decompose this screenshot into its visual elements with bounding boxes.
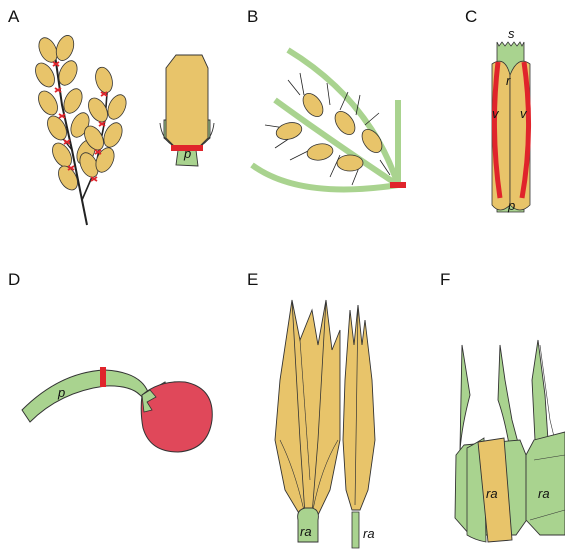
label-c-p: p	[507, 198, 515, 213]
label-e-ra-right: ra	[363, 526, 375, 541]
panel-f: F ra ra	[440, 270, 565, 542]
panel-a: A	[8, 7, 214, 225]
panel-b: B	[247, 7, 406, 190]
panel-letter-a: A	[8, 7, 20, 26]
label-f-ra-right: ra	[538, 486, 550, 501]
empty-glumes-left: ra	[455, 345, 528, 542]
panel-letter-f: F	[440, 270, 450, 289]
label-f-ra-left: ra	[486, 486, 498, 501]
panel-letter-e: E	[247, 270, 258, 289]
panicle-illustration	[32, 33, 130, 225]
label-a-p: p	[183, 146, 191, 161]
floret-cluster-small: ra	[343, 305, 375, 548]
fruit-stalk-illustration: p	[22, 367, 212, 452]
label-e-ra-left: ra	[300, 524, 312, 539]
panel-c: C s r v v p	[465, 7, 530, 213]
panel-letter-b: B	[247, 7, 258, 26]
pedicel-illustration: s r v v p	[492, 26, 530, 213]
label-d-p: p	[57, 385, 65, 400]
floret-cluster-large: ra	[275, 300, 340, 542]
label-c-r: r	[506, 73, 511, 88]
empty-glumes-right: ra	[526, 340, 565, 535]
label-c-s: s	[508, 26, 515, 41]
branch-illustration	[252, 50, 406, 190]
panel-letter-d: D	[8, 270, 20, 289]
spikelet-detail: p	[160, 55, 214, 166]
panel-letter-c: C	[465, 7, 477, 26]
panel-e: E ra ra	[247, 270, 375, 548]
panel-d: D p	[8, 270, 212, 452]
